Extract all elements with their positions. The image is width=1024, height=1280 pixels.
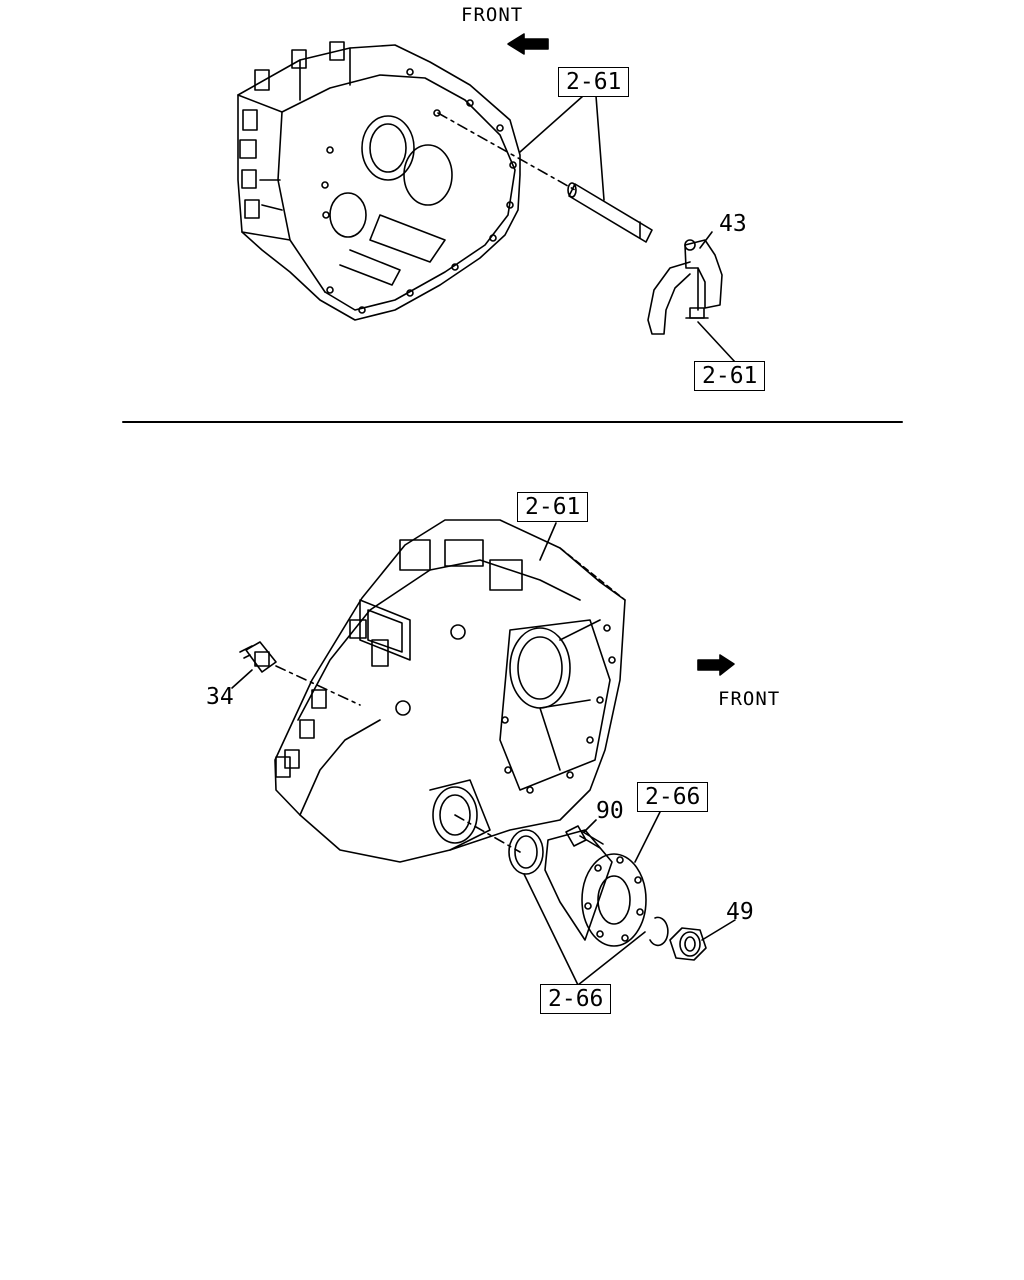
- front-label: FRONT: [461, 4, 524, 26]
- part-number-34: 34: [206, 684, 234, 710]
- part-number-49: 49: [726, 899, 754, 925]
- bolt-part: [565, 825, 604, 849]
- lock-nut: [669, 927, 707, 961]
- companion-flange: [544, 829, 647, 947]
- ref-label-flange: 2-66: [637, 782, 709, 812]
- ref-label-lower: 2-61: [694, 361, 766, 391]
- ref-label-case: 2-61: [517, 492, 589, 522]
- front-arrow-icon: [507, 33, 549, 55]
- part-number-90: 90: [596, 798, 624, 824]
- shift-shaft: [567, 182, 653, 243]
- front-label-lower: FRONT: [718, 688, 781, 710]
- transmission-case: [274, 519, 626, 863]
- snap-ring: [649, 916, 669, 947]
- oil-seal: [508, 829, 544, 875]
- sensor-switch: [239, 641, 277, 673]
- shift-fork: [647, 239, 723, 335]
- ref-label-bottom: 2-66: [540, 984, 612, 1014]
- ref-label-upper: 2-61: [558, 67, 630, 97]
- clutch-housing: [237, 41, 521, 321]
- part-number-43: 43: [719, 211, 747, 237]
- front-arrow-icon-lower: [697, 654, 735, 676]
